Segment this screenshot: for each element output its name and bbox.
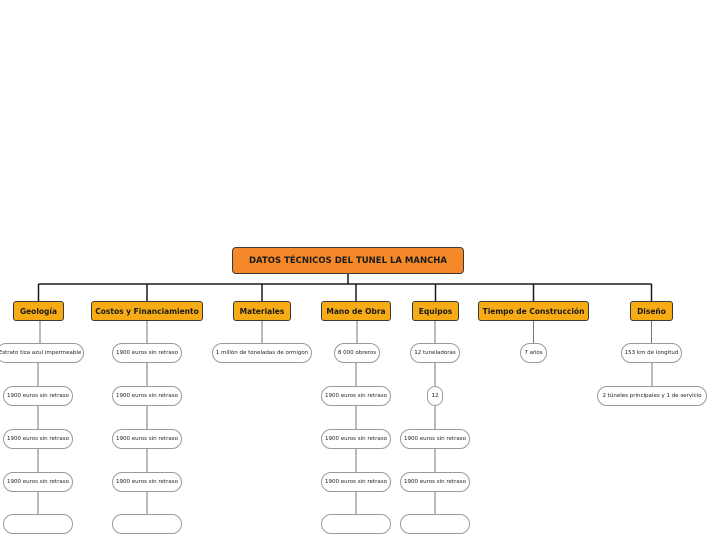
leaf-geologia-3[interactable]: 1900 euros sin retraso [3,429,73,449]
leaf-diseno-2[interactable]: 2 túneles principales y 1 de servicio [597,386,707,406]
leaf-mano-obra-5[interactable] [321,514,391,534]
leaf-costos-1[interactable]: 1900 euros sin retraso [112,343,182,363]
leaf-tiempo-1[interactable]: 7 años [520,343,547,363]
leaf-diseno-1[interactable]: 153 km de longitud [621,343,682,363]
leaf-geologia-4[interactable]: 1900 euros sin retraso [3,472,73,492]
leaf-mano-obra-2[interactable]: 1900 euros sin retraso [321,386,391,406]
leaf-mano-obra-4[interactable]: 1900 euros sin retraso [321,472,391,492]
leaf-equipos-1[interactable]: 12 tuneladoras [410,343,460,363]
leaf-costos-3[interactable]: 1900 euros sin retraso [112,429,182,449]
branch-diseno[interactable]: Diseño [630,301,673,321]
leaf-equipos-3[interactable]: 1900 euros sin retraso [400,429,470,449]
leaf-equipos-5[interactable] [400,514,470,534]
leaf-equipos-4[interactable]: 1900 euros sin retraso [400,472,470,492]
leaf-costos-4[interactable]: 1900 euros sin retraso [112,472,182,492]
branch-materiales[interactable]: Materiales [233,301,291,321]
leaf-costos-5[interactable] [112,514,182,534]
mind-map-canvas: DATOS TÉCNICOS DEL TUNEL LA MANCHA Geolo… [0,247,707,534]
connector-lines [37,274,653,514]
leaf-mano-obra-3[interactable]: 1900 euros sin retraso [321,429,391,449]
root-node[interactable]: DATOS TÉCNICOS DEL TUNEL LA MANCHA [232,247,464,274]
leaf-materiales-1[interactable]: 1 millón de toneladas de ormigon [212,343,312,363]
leaf-geologia-5[interactable] [3,514,73,534]
leaf-mano-obra-1[interactable]: 8 000 obreros [334,343,380,363]
leaf-costos-2[interactable]: 1900 euros sin retraso [112,386,182,406]
branch-equipos[interactable]: Equipos [412,301,459,321]
leaf-geologia-1[interactable]: Estrato tiza azul impermeable [0,343,84,363]
leaf-equipos-2[interactable]: 12 [427,386,443,406]
branch-mano-de-obra[interactable]: Mano de Obra [321,301,391,321]
branch-costos-financiamiento[interactable]: Costos y Financiamiento [91,301,203,321]
leaf-geologia-2[interactable]: 1900 euros sin retraso [3,386,73,406]
branch-tiempo-construccion[interactable]: Tiempo de Construcción [478,301,589,321]
branch-geologia[interactable]: Geología [13,301,64,321]
